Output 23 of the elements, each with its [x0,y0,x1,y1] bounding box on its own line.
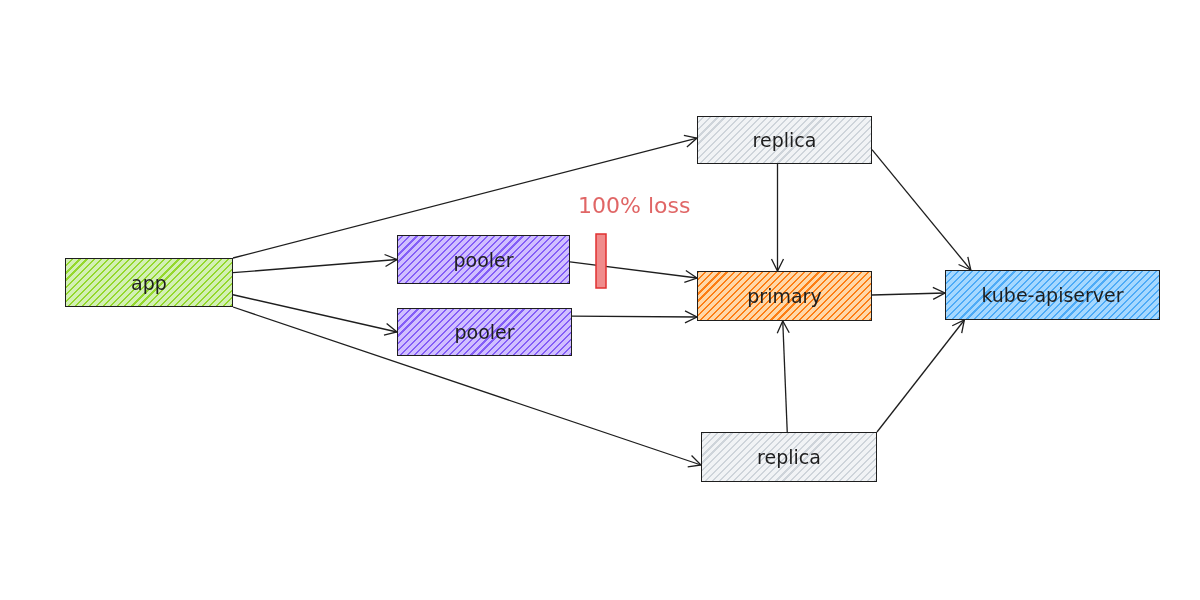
arrow [876,319,965,433]
box-label: replica [752,129,817,151]
process-box [397,235,570,284]
arrow [776,320,790,433]
process-box [65,258,233,307]
arrow [770,163,785,272]
box-label: pooler [454,321,515,343]
arrow [569,261,698,284]
process-box [945,270,1160,320]
arrow [232,134,698,259]
box-label: replica [757,446,821,468]
process-box [397,308,572,356]
box-label: pooler [453,248,514,271]
arrow [871,148,972,271]
process-box [701,432,877,482]
arrow [232,253,398,274]
process-box [697,116,872,164]
annotation-text: 100% loss [578,193,691,218]
arrow [571,310,698,324]
arrow [232,294,398,336]
arrow [232,306,702,468]
arrow [871,286,946,300]
box-label: kube-apiserver [981,284,1124,306]
